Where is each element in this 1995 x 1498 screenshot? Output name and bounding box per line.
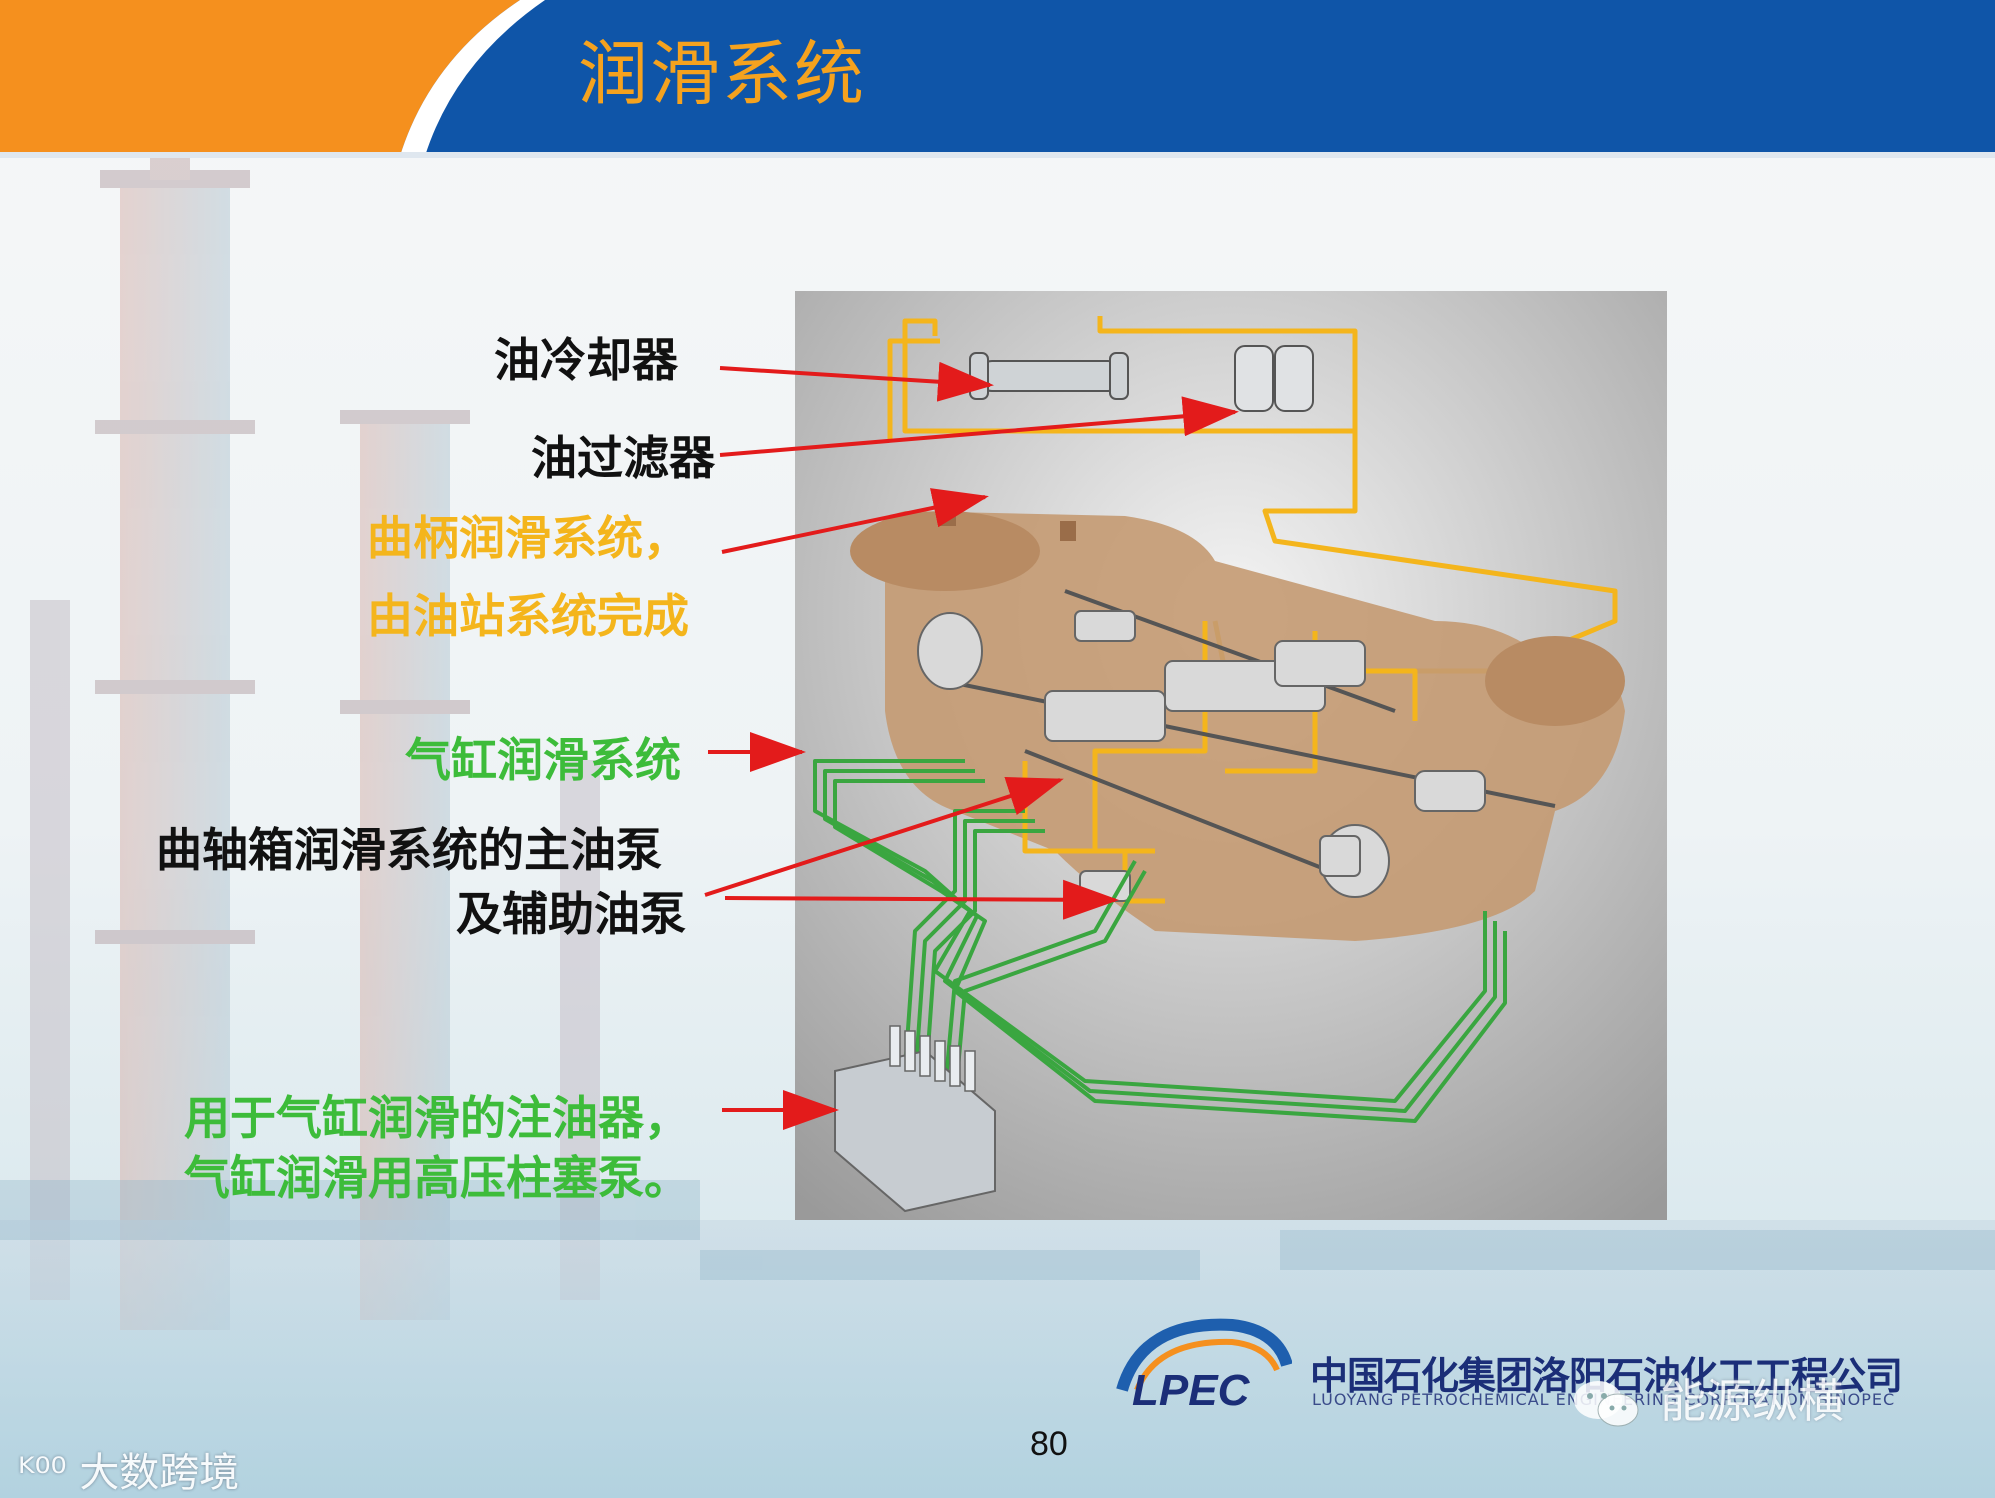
watermark-text: 大数跨境 xyxy=(79,1450,240,1496)
page-number: 80 xyxy=(1030,1425,1068,1463)
label-crank-lube-line1: 曲柄润滑系统， xyxy=(367,511,689,565)
label-pump-line2: 及辅助油泵 xyxy=(456,887,686,941)
wechat-account-name: 能源纵横 xyxy=(1660,1374,1844,1428)
label-pump-line1: 曲轴箱润滑系统的主油泵 xyxy=(156,823,662,877)
label-cylinder-lube: 气缸润滑系统 xyxy=(405,733,681,787)
logo-text: LPEC xyxy=(1132,1366,1251,1410)
watermark: ᴷ⁰⁰ 大数跨境 xyxy=(18,1440,239,1498)
header-banner xyxy=(0,0,1995,158)
watermark-icon: ᴷ⁰⁰ xyxy=(18,1450,80,1496)
wechat-icon xyxy=(1574,1381,1639,1427)
label-oil-filter: 油过滤器 xyxy=(531,431,715,485)
lubricator-unit xyxy=(834,1025,996,1213)
label-oil-cooler: 油冷却器 xyxy=(494,333,678,387)
oil-filter-unit xyxy=(1234,345,1314,412)
label-lubricator-line2: 气缸润滑用高压柱塞泵。 xyxy=(184,1151,690,1205)
label-lubricator-line1: 用于气缸润滑的注油器， xyxy=(184,1091,690,1145)
slide-title: 润滑系统 xyxy=(578,33,866,115)
compressor-lubrication-diagram xyxy=(795,291,1667,1220)
label-crank-lube-line2: 由油站系统完成 xyxy=(367,589,689,643)
lpec-logo-icon: LPEC xyxy=(1116,1318,1292,1410)
